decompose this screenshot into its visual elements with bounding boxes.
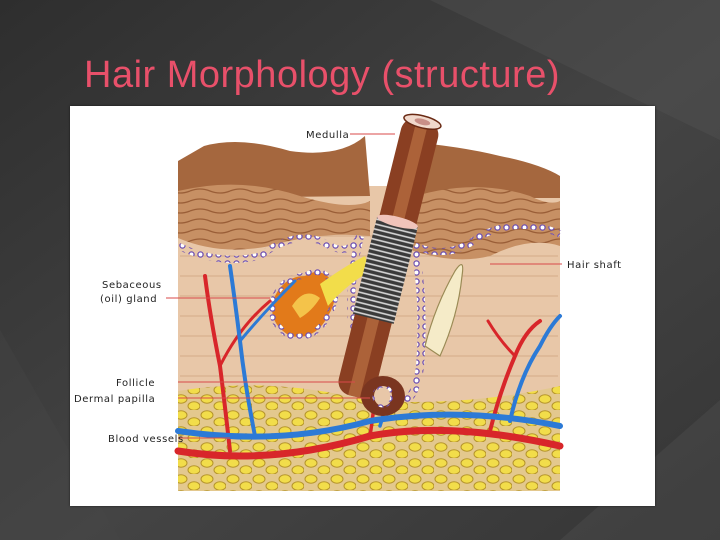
epidermis-top-right: [400, 141, 560, 198]
hair-shaft: [338, 113, 442, 399]
sebaceous-duct: [320, 256, 370, 306]
label-sebaceous-line1: Sebaceous: [102, 280, 162, 291]
label-blood-vessels: Blood vessels: [108, 434, 184, 445]
label-follicle: Follicle: [116, 378, 155, 389]
label-medulla: Medulla: [306, 130, 349, 141]
slide-title: Hair Morphology (structure): [84, 54, 560, 96]
dermal-papilla: [372, 384, 394, 408]
epidermis-band: [178, 184, 370, 250]
sebaceous-gland-highlight: [292, 293, 320, 318]
label-dermal-papilla: Dermal papilla: [74, 394, 155, 405]
basal-membrane: [176, 234, 364, 263]
arrector-pili-muscle: [424, 264, 464, 357]
hair-diagram-figure: Medulla Hair shaft Sebaceous (oil) gland…: [70, 106, 655, 506]
label-hair-shaft: Hair shaft: [567, 260, 622, 271]
basal-membrane-right: [413, 222, 562, 256]
epidermis-band-right: [400, 187, 560, 260]
epidermis-top: [178, 136, 370, 198]
blood-vessels-vein: [175, 264, 563, 440]
label-sebaceous-line2: (oil) gland: [100, 294, 157, 305]
label-leader-lines: [166, 133, 562, 439]
